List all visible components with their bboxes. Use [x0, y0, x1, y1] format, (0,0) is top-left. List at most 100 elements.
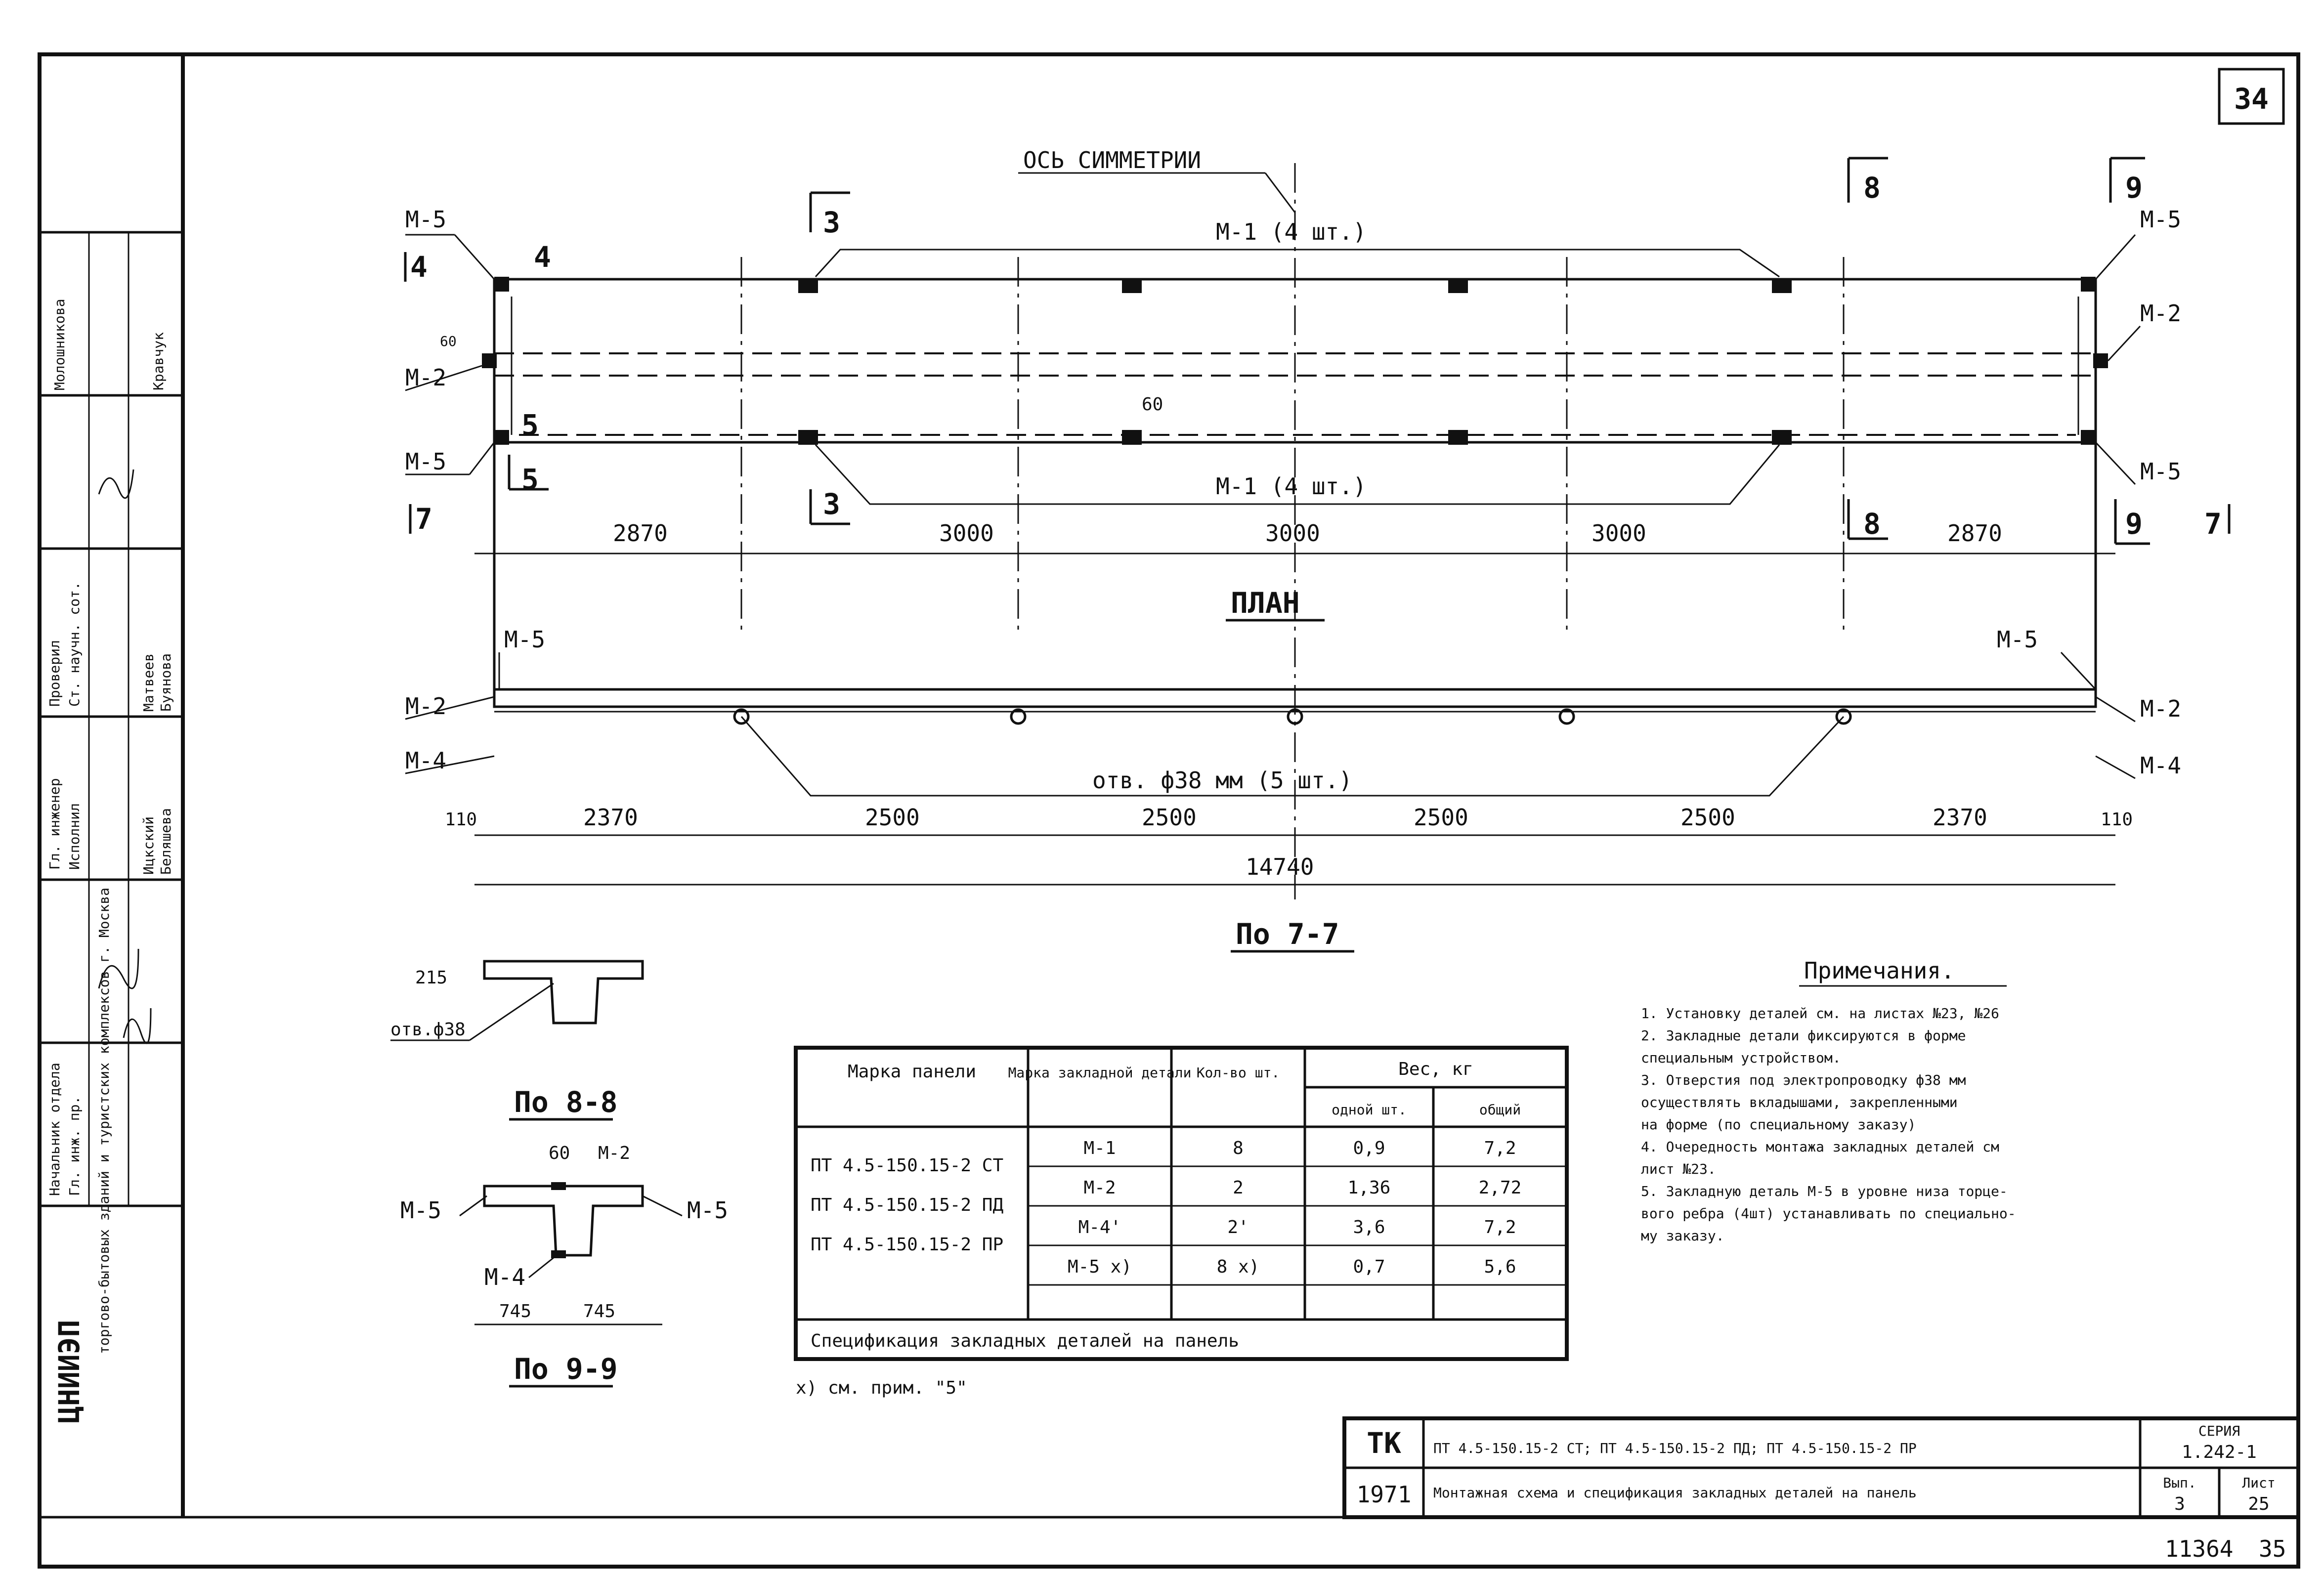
holes-label: отв. ф38 мм (5 шт.)	[1092, 767, 1352, 794]
stamp-role-3: Гл. инженер	[46, 778, 63, 870]
td-qty-2: 2	[1233, 1178, 1244, 1198]
m1-detail	[1122, 278, 1142, 293]
section-99-dim-745-l: 745	[499, 1301, 531, 1321]
m1-detail	[1772, 430, 1792, 445]
m5-detail	[494, 430, 509, 445]
m2-detail	[2093, 353, 2108, 368]
svg-text:5: 5	[521, 408, 539, 442]
notes-title: Примечания.	[1804, 957, 1955, 984]
td-total-3: 7,2	[1484, 1217, 1516, 1237]
note-line-7: 4. Очередность монтажа закладных деталей…	[1641, 1139, 1999, 1155]
m2-label-l: М-2	[405, 364, 446, 391]
signature-2	[98, 948, 139, 989]
td-mark-3: М-4'	[1078, 1217, 1121, 1237]
spec-caption: Спецификация закладных деталей на панель	[811, 1331, 1239, 1351]
dim-top-4: 3000	[1592, 520, 1646, 547]
m5-label-br: М-5	[2140, 458, 2181, 485]
rib-60-label-top: 60	[440, 333, 457, 349]
m2-label-plan2-l: М-2	[405, 693, 446, 720]
td-one-1: 0,9	[1353, 1138, 1385, 1158]
section-99-m4-label: М-4	[484, 1264, 525, 1290]
stamp-name-1: Ицкский	[140, 816, 157, 875]
title-panel-names: ПТ 4.5-150.15-2 СТ; ПТ 4.5-150.15-2 ПД; …	[1433, 1440, 1917, 1456]
m5-label-bl: М-5	[405, 448, 446, 475]
panel-bottom-edge	[493, 688, 2097, 708]
hole-38	[1010, 708, 1027, 725]
spec-footnote: x) см. прим. "5"	[796, 1378, 967, 1398]
archive-number: 11364	[2165, 1535, 2233, 1562]
hole-38	[1558, 708, 1575, 725]
hole-38	[1287, 708, 1303, 725]
note-line-3: специальным устройством.	[1641, 1050, 1841, 1066]
stamp-institute: ЦНИИЭП	[52, 1320, 86, 1423]
hole-38	[1835, 708, 1852, 725]
m5-detail	[2081, 277, 2096, 292]
section-views: 215 отв.ф38 По 8-8 60 М-2 М-5 М-5 М-4 74…	[390, 960, 728, 1388]
note-line-10: вого ребра (4шт) устанавливать по специа…	[1641, 1205, 2016, 1222]
section-99-dim-745-r: 745	[583, 1301, 615, 1321]
svg-text:4: 4	[410, 250, 428, 284]
symmetry-axis-label: ОСЬ СИММЕТРИИ	[1023, 147, 1201, 173]
note-line-4: 3. Отверстия под электропроводку ф38 мм	[1641, 1072, 1966, 1088]
m1-detail	[798, 430, 818, 445]
stamp-name-5: Молошникова	[51, 299, 68, 390]
m1-top-label: М-1 (4 шт.)	[1216, 218, 1367, 245]
td-one-3: 3,6	[1353, 1217, 1385, 1237]
note-line-8: лист №23.	[1641, 1161, 1716, 1177]
m5-detail	[2081, 430, 2096, 445]
th-weight-one: одной шт.	[1332, 1102, 1407, 1118]
dim-bottom-1: 110	[445, 809, 477, 830]
title-sheet-title: Монтажная схема и спецификация закладных…	[1433, 1485, 1917, 1501]
td-one-4: 0,7	[1353, 1257, 1385, 1277]
dim-bottom-4: 2500	[1142, 804, 1197, 831]
dim-bottom-3: 2500	[865, 804, 920, 831]
m1-detail	[1122, 430, 1142, 445]
title-sheet-label: Лист	[2242, 1475, 2275, 1491]
stamp-name-3: Матвеев	[140, 653, 157, 712]
note-line-9: 5. Закладную деталь М-5 в уровне низа то…	[1641, 1183, 2008, 1199]
title-issue: 3	[2174, 1494, 2185, 1514]
plan-label: ПЛАН	[1231, 586, 1300, 620]
svg-text:3: 3	[823, 206, 840, 239]
section-99-m5-right: М-5	[687, 1197, 728, 1224]
svg-text:4: 4	[534, 240, 551, 274]
th-detail-mark: Марка закладной детали	[1008, 1065, 1192, 1081]
sheet-number: 34	[2234, 82, 2269, 116]
section-88-profile	[483, 960, 644, 1024]
td-qty-3: 2'	[1227, 1217, 1248, 1237]
section-77-label: По 7-7	[1236, 917, 1339, 951]
svg-text:3: 3	[823, 487, 840, 521]
td-qty-4: 8 x)	[1217, 1257, 1260, 1277]
m1-detail	[1448, 430, 1468, 445]
stamp-role-2: Гл. инж. пр.	[66, 1096, 83, 1196]
rib-60-label-mid: 60	[1142, 394, 1163, 415]
title-sheet: 25	[2248, 1494, 2269, 1514]
th-weight-total: общий	[1479, 1102, 1521, 1118]
m5-label-tl: М-5	[405, 206, 446, 233]
m5-label-plan2-r: М-5	[1997, 626, 2038, 653]
m5-label-plan2-l: М-5	[504, 626, 545, 653]
section-88-label: По 8-8	[514, 1085, 618, 1119]
cut-markers: 4 4 3 3 5 5 7 7 8 8 9 9	[404, 157, 2231, 545]
section-88-dim-215: 215	[415, 968, 447, 988]
spec-table: Марка панели Марка закладной детали Кол-…	[794, 1046, 1569, 1398]
svg-text:7: 7	[2204, 507, 2222, 541]
title-issue-label: Вып.	[2163, 1475, 2196, 1491]
svg-text:9: 9	[2125, 171, 2143, 205]
hole-38	[733, 708, 750, 725]
dim-bottom-2: 2370	[583, 804, 638, 831]
section-99-profile	[483, 1185, 644, 1257]
signature-1	[98, 469, 134, 499]
plan-view: ОСЬ СИММЕТРИИ М-1 (4 шт.) М-1 (4 шт.) М-…	[404, 147, 2231, 953]
td-total-1: 7,2	[1484, 1138, 1516, 1158]
note-line-5: осуществлять вкладышами, закрепленными	[1641, 1094, 1958, 1110]
td-qty-1: 8	[1233, 1138, 1244, 1158]
td-one-2: 1,36	[1348, 1178, 1391, 1198]
dim-total: 14740	[1246, 853, 1314, 880]
td-total-2: 2,72	[1479, 1178, 1522, 1198]
th-weight: Вес, кг	[1398, 1059, 1473, 1079]
td-panel-2: ПТ 4.5-150.15-2 ПД	[811, 1195, 1003, 1215]
th-panel-mark: Марка панели	[848, 1062, 976, 1082]
dim-top-5: 2870	[1947, 520, 2002, 547]
